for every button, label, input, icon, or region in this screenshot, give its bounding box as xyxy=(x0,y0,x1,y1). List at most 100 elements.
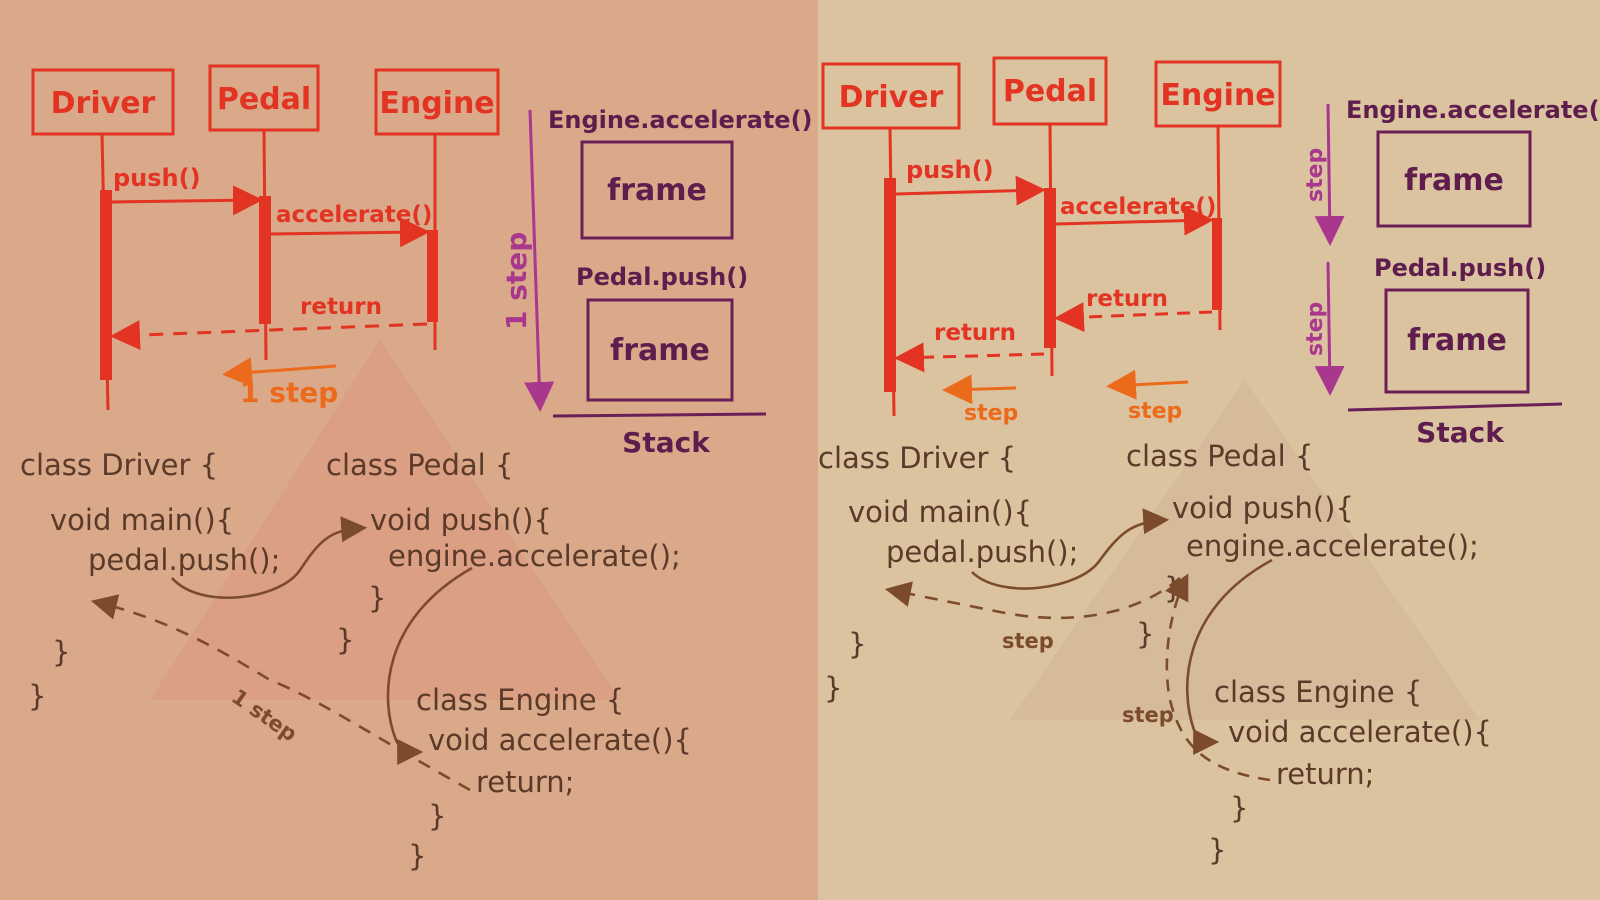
right-sequence-diagram: Driver Pedal Engine push() accelerate() … xyxy=(821,56,1282,426)
code-engine-return: return; xyxy=(1276,757,1374,791)
participant-label-pedal: Pedal xyxy=(217,82,311,117)
code-pedal-close-class: } xyxy=(336,623,354,657)
activation-pedal xyxy=(259,196,271,324)
return-arrow-dashed xyxy=(90,594,471,792)
step-label-left: step xyxy=(964,401,1018,426)
code-driver-call: pedal.push(); xyxy=(88,543,280,577)
stack-frame-pedal xyxy=(1384,288,1530,394)
code-driver-close-class: } xyxy=(28,679,46,713)
frame-title-pedal-push: Pedal.push() xyxy=(576,263,748,291)
participant-label-engine: Engine xyxy=(1160,78,1275,113)
stack-step-arrow-top xyxy=(1314,103,1345,246)
message-return-label: return xyxy=(300,294,382,320)
activation-pedal xyxy=(1044,188,1056,348)
stack-frame-pedal-label: frame xyxy=(1407,323,1507,358)
stack-step-label: 1 step xyxy=(500,232,533,330)
code-step-label-left: step xyxy=(1122,703,1174,727)
stack-frame-pedal xyxy=(586,298,734,402)
code-engine-class: class Engine { xyxy=(1214,675,1422,709)
message-accelerate-label: accelerate() xyxy=(1060,194,1216,220)
step-label: 1 step xyxy=(240,376,338,409)
frame-title-engine-accelerate: Engine.accelerate() xyxy=(1346,96,1600,124)
code-engine-close-class: } xyxy=(1208,833,1226,867)
message-return-engine-arrow xyxy=(1054,302,1213,333)
message-push-label: push() xyxy=(906,156,994,184)
left-code: class Driver { void main(){ pedal.push()… xyxy=(20,448,692,873)
code-engine-method: void accelerate(){ xyxy=(428,723,692,757)
activation-driver xyxy=(884,178,896,392)
code-pedal-class: class Pedal { xyxy=(326,448,513,482)
message-accelerate-label: accelerate() xyxy=(276,202,432,228)
left-sequence-diagram: Driver Pedal Engine push() accelerate() … xyxy=(31,64,500,411)
activation-engine xyxy=(427,230,438,322)
code-step-label-mid: step xyxy=(1002,629,1054,653)
call-arrow-accelerate xyxy=(1186,558,1273,755)
left-stack-diagram: 1 step Engine.accelerate() frame Pedal.p… xyxy=(500,106,813,459)
stack-frame-engine xyxy=(1376,130,1532,228)
stack-frame-engine-label: frame xyxy=(607,173,707,208)
code-driver-close-method: } xyxy=(52,635,70,669)
code-engine-close-method: } xyxy=(1230,791,1248,825)
stack-step-label-bottom: step xyxy=(1303,302,1328,356)
participant-label-driver: Driver xyxy=(51,86,156,121)
code-driver-method: void main(){ xyxy=(848,495,1032,529)
stack-step-arrow xyxy=(524,109,555,412)
return-arrow-engine-dashed xyxy=(1165,573,1271,782)
activation-driver xyxy=(100,190,112,380)
code-engine-class: class Engine { xyxy=(416,683,624,717)
code-driver-method: void main(){ xyxy=(50,503,234,537)
code-pedal-method: void push(){ xyxy=(1172,491,1354,525)
code-pedal-class: class Pedal { xyxy=(1126,439,1313,473)
code-pedal-close-method: } xyxy=(368,581,386,615)
call-arrow-push xyxy=(171,516,368,599)
message-push-arrow xyxy=(895,175,1046,206)
participant-box-engine xyxy=(374,68,500,136)
code-driver-call: pedal.push(); xyxy=(886,535,1078,569)
step-arrow xyxy=(222,357,337,388)
participant-label-pedal: Pedal xyxy=(1003,74,1097,109)
code-driver-class: class Driver { xyxy=(20,448,218,482)
call-arrow-push xyxy=(971,508,1170,590)
message-return-arrow xyxy=(110,320,428,351)
message-accelerate-arrow xyxy=(270,217,430,248)
code-engine-return: return; xyxy=(476,765,574,799)
frame-title-pedal-push: Pedal.push() xyxy=(1374,254,1546,282)
message-return-pedal-label: return xyxy=(934,320,1016,346)
stack-frame-engine-label: frame xyxy=(1404,163,1504,198)
participant-label-driver: Driver xyxy=(839,80,944,115)
step-arrow-left xyxy=(942,374,1017,405)
message-push-arrow xyxy=(111,185,263,216)
message-push-label: push() xyxy=(113,164,201,192)
participant-label-engine: Engine xyxy=(379,86,494,121)
message-return-engine-label: return xyxy=(1086,286,1168,312)
stack-frame-pedal-label: frame xyxy=(610,333,710,368)
watermark-right xyxy=(1010,380,1480,720)
frame-title-engine-accelerate: Engine.accelerate() xyxy=(548,106,813,134)
call-arrow-accelerate xyxy=(386,566,473,765)
code-pedal-close-method: } xyxy=(1164,571,1182,605)
stack-step-arrow-bottom xyxy=(1314,261,1345,396)
watermark-left xyxy=(150,340,620,700)
message-accelerate-arrow xyxy=(1055,205,1214,236)
code-pedal-method: void push(){ xyxy=(370,503,552,537)
stack-frame-engine xyxy=(580,140,734,240)
right-code: class Driver { void main(){ pedal.push()… xyxy=(818,439,1492,867)
code-pedal-call: engine.accelerate(); xyxy=(388,539,681,573)
step-arrow-right xyxy=(1106,369,1189,400)
right-stack-diagram: step step Engine.accelerate() frame Peda… xyxy=(1303,96,1600,449)
stack-base-line xyxy=(552,412,767,418)
code-engine-close-class: } xyxy=(408,839,426,873)
stack-base-line xyxy=(1347,402,1563,412)
activation-engine xyxy=(1212,218,1222,310)
stack-step-label-top: step xyxy=(1303,148,1328,202)
stack-label: Stack xyxy=(622,426,711,459)
code-engine-close-method: } xyxy=(428,799,446,833)
code-driver-close-class: } xyxy=(824,671,842,705)
stack-label: Stack xyxy=(1416,416,1505,449)
code-pedal-close-class: } xyxy=(1136,617,1154,651)
code-driver-class: class Driver { xyxy=(818,441,1016,475)
return-arrow-pedal-dashed xyxy=(884,577,1181,620)
code-driver-close-method: } xyxy=(848,627,866,661)
code-engine-method: void accelerate(){ xyxy=(1228,715,1492,749)
